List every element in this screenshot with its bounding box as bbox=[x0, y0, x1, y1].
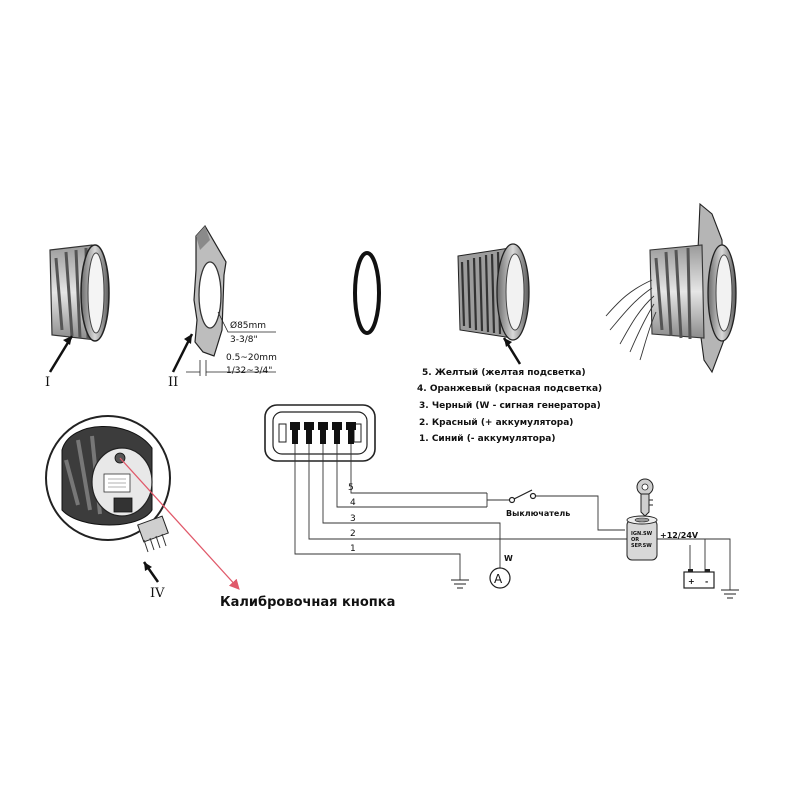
part-iv-arrowhead bbox=[144, 562, 152, 571]
wire-number-3: 3 bbox=[350, 514, 356, 524]
threaded-nut bbox=[457, 243, 530, 341]
o-ring bbox=[353, 251, 381, 335]
wires bbox=[294, 444, 731, 590]
battery-minus: - bbox=[705, 577, 708, 586]
legend-item-4: 4. Оранжевый (красная подсветка) bbox=[417, 384, 602, 394]
wire-connector bbox=[264, 404, 376, 462]
panel-thickness-mm: 0.5~20mm bbox=[226, 353, 277, 363]
key-icon bbox=[636, 478, 654, 517]
nut-arrowhead bbox=[504, 338, 512, 347]
battery-icon bbox=[683, 569, 715, 589]
legend-item-2: 2. Красный (+ аккумулятора) bbox=[419, 418, 573, 428]
legend-item-3: 3. Черный (W - сигная генератора) bbox=[419, 401, 601, 411]
part-ii-label: II bbox=[168, 375, 178, 390]
panel-thickness-in: 1/32~3/4" bbox=[226, 366, 272, 376]
wire-number-1: 1 bbox=[350, 544, 356, 554]
wire-number-5: 5 bbox=[348, 483, 354, 493]
ignition-switch bbox=[626, 515, 658, 561]
switch-icon bbox=[508, 489, 537, 504]
panel-flange bbox=[193, 224, 227, 357]
ammeter-icon bbox=[489, 567, 511, 589]
calibration-label: Калибровочная кнопка bbox=[220, 595, 395, 610]
legend-item-1: 1. Синий (- аккумулятора) bbox=[419, 434, 555, 444]
legend-item-5: 5. Желтый (желтая подсветка) bbox=[422, 368, 586, 378]
wire-number-2: 2 bbox=[350, 529, 356, 539]
part-i-arrowhead bbox=[63, 336, 72, 345]
ammeter-label: A bbox=[494, 572, 503, 586]
ground-icon bbox=[451, 579, 469, 589]
ign-label-3: SEP.SW bbox=[631, 543, 652, 549]
ground-icon bbox=[721, 589, 739, 599]
calibration-pointer bbox=[119, 457, 240, 590]
battery-plus: + bbox=[688, 577, 695, 586]
part-i-label: I bbox=[45, 375, 50, 390]
ign-label-2: OR bbox=[631, 537, 639, 543]
assembled-gauge bbox=[605, 202, 737, 374]
part-ii-arrowhead bbox=[184, 334, 192, 344]
ign-label-1: IGN.SW bbox=[631, 531, 653, 537]
voltage-label: +12/24V bbox=[660, 531, 699, 540]
wire-number-4: 4 bbox=[350, 498, 356, 508]
gauge-back-detail bbox=[45, 415, 171, 553]
terminal-w-label: W bbox=[504, 554, 513, 563]
dimension-lines bbox=[186, 311, 276, 376]
switch-label: Выключатель bbox=[506, 509, 570, 518]
bezel-ring bbox=[49, 244, 110, 342]
diameter-mm: Ø85mm bbox=[230, 320, 266, 331]
diameter-in: 3-3/8" bbox=[230, 335, 258, 345]
part-iv-label: IV bbox=[150, 586, 165, 601]
